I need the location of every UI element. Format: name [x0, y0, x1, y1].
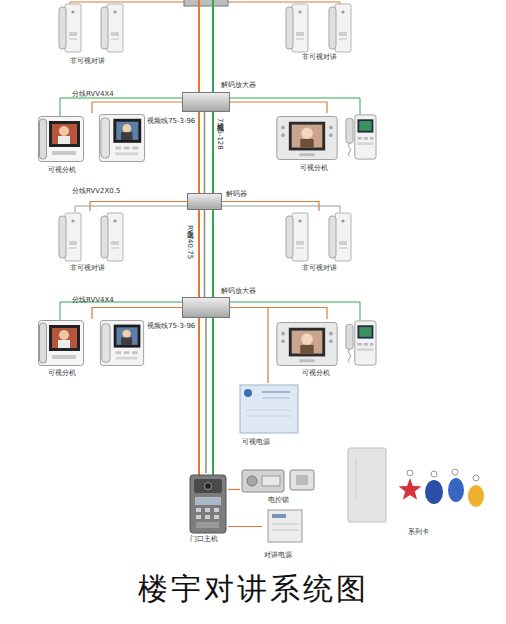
wire	[92, 102, 182, 113]
device-group: 可视分机	[270, 319, 384, 385]
wire-label: 分线RVV4X4	[72, 90, 114, 98]
device-group: 非可视对讲	[278, 0, 360, 62]
intercom-handset	[329, 213, 351, 261]
branch-wire	[228, 2, 340, 4]
wire-label: 分线RVV4X4	[72, 296, 114, 304]
device-group: 可视分机	[270, 113, 384, 181]
wire	[230, 308, 327, 320]
intercom-handset	[286, 213, 308, 261]
decoder-box: 解码放大器	[182, 92, 230, 112]
node-caption: 可视分机	[300, 164, 328, 172]
intercom-handset	[59, 4, 81, 52]
wire	[204, 210, 206, 297]
node-caption: 非可视对讲	[302, 264, 337, 272]
intercom-handset	[101, 4, 123, 52]
wire	[228, 526, 262, 527]
wire	[230, 102, 327, 113]
intercom-handset	[286, 4, 308, 52]
node-caption: 非可视对讲	[70, 57, 105, 65]
device-group: 非可视对讲	[278, 211, 360, 278]
node-caption: 可视电源	[242, 438, 270, 446]
node-caption: 非可视对讲	[70, 264, 105, 272]
branch-wire	[75, 206, 187, 212]
trunk-wire	[198, 0, 200, 475]
electric-lock	[242, 470, 314, 492]
node-caption: 非可视对讲	[302, 53, 337, 61]
wire-label: 视频线75-3-96	[147, 322, 195, 330]
device-group: 对讲电源	[262, 508, 310, 560]
wire	[222, 202, 319, 212]
device-group: 电控锁	[240, 466, 320, 506]
device-group: 系列卡	[340, 445, 490, 538]
node-caption: 门口主机	[190, 535, 218, 543]
node-caption: 解码器	[226, 190, 247, 198]
branch-wire	[60, 98, 182, 116]
wire	[205, 318, 207, 473]
branch-wire	[60, 302, 182, 320]
wire	[90, 202, 187, 212]
node-caption: 可视分机	[48, 369, 76, 377]
video-monitor	[100, 320, 143, 365]
branch-wire	[70, 2, 184, 4]
video-monitor	[277, 322, 337, 365]
video-monitor	[39, 321, 84, 366]
diagram-title: 楼宇对讲系统图	[0, 572, 506, 607]
branch-wire	[230, 302, 360, 320]
door-station	[190, 475, 226, 533]
device-group: 可视电源	[236, 383, 300, 447]
intercom-handset	[329, 4, 351, 52]
node-caption: 系列卡	[408, 528, 429, 536]
video-monitor	[346, 321, 376, 365]
video-monitor	[99, 114, 144, 161]
video-monitor	[277, 116, 337, 159]
node-caption: 对讲电源	[264, 551, 292, 559]
video-monitor	[346, 115, 376, 159]
intercom-power	[268, 510, 302, 542]
wire	[228, 489, 240, 490]
branch-wire	[230, 98, 360, 114]
wire-label: 主线RVV40.75	[186, 225, 194, 259]
branch-wire	[222, 206, 340, 212]
intercom-handset	[59, 213, 81, 261]
node-caption: 解码放大器	[221, 287, 256, 295]
intercom-handset	[101, 213, 123, 261]
device-group: 非可视对讲	[50, 0, 130, 66]
trunk-wire	[212, 0, 214, 475]
wire	[204, 112, 206, 193]
wire	[92, 308, 182, 320]
access-cards	[348, 448, 484, 522]
wire	[230, 308, 268, 384]
wire-label: 视频线75-3-96	[147, 117, 195, 125]
wire-label: 视频线75-5-128	[216, 118, 224, 150]
device-group: 门口主机	[184, 473, 228, 545]
node-caption: 可视分机	[48, 166, 76, 174]
device-group: 可视分机	[34, 113, 150, 179]
device-group: 非可视对讲	[50, 211, 130, 277]
device-group: 可视分机	[34, 319, 150, 383]
node-caption: 解码放大器	[221, 81, 256, 89]
decoder-box: 解码放大器	[182, 297, 230, 318]
decoder-box-partial	[184, 0, 228, 6]
wire-label: 分线RVV2X0.5	[72, 187, 120, 195]
power-supply	[240, 385, 298, 433]
node-caption: 电控锁	[268, 496, 289, 504]
video-monitor	[39, 117, 84, 162]
decoder-box: 解码器	[187, 193, 222, 210]
node-caption: 可视分机	[302, 369, 330, 377]
